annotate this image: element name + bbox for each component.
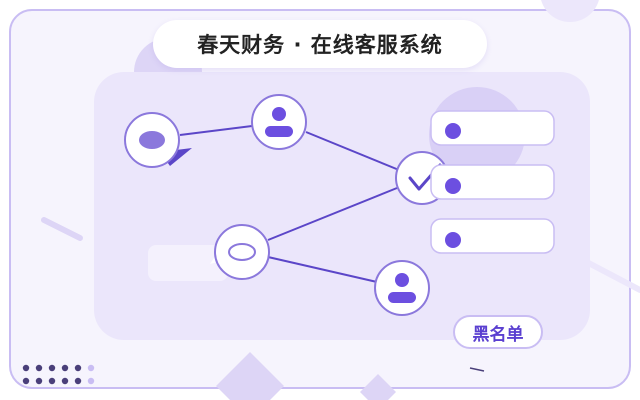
chat-node-middle	[210, 224, 270, 280]
decor-circle-top-right	[541, 0, 599, 22]
user-icon	[388, 273, 416, 303]
user-node-bottom	[374, 260, 430, 316]
chat-bubble-icon	[214, 224, 270, 280]
dot-icon	[445, 178, 461, 194]
blacklist-badge-label: 黑名单	[472, 324, 524, 345]
page-title: 春天财务 · 在线客服系统	[197, 33, 443, 57]
chat-bubble-inner	[139, 131, 165, 149]
user-icon	[265, 107, 293, 137]
chat-bubble-inner	[228, 243, 256, 261]
edge-chat-to-user-top	[179, 125, 253, 136]
decor-dot-grid	[22, 364, 95, 385]
blacklist-badge: 黑名单	[453, 315, 543, 349]
decor-diamond-2	[360, 374, 396, 400]
decor-diamond-1	[216, 352, 284, 400]
chat-node-top	[124, 112, 192, 168]
list-item	[430, 110, 555, 146]
user-node-top	[251, 94, 307, 150]
decor-tick	[469, 367, 485, 372]
connections	[179, 125, 400, 283]
title-pill: 春天财务 · 在线客服系统	[153, 20, 487, 68]
dot-icon	[445, 123, 461, 139]
list-item	[430, 164, 555, 200]
decor-dash-left	[41, 217, 83, 241]
edge-chat-mid-to-user-bottom	[267, 256, 378, 283]
edge-user-top-to-check	[305, 131, 400, 171]
list-item	[430, 218, 555, 254]
decor-soft-box	[148, 245, 228, 281]
edge-chat-mid-to-check	[267, 187, 398, 241]
dot-icon	[445, 232, 461, 248]
